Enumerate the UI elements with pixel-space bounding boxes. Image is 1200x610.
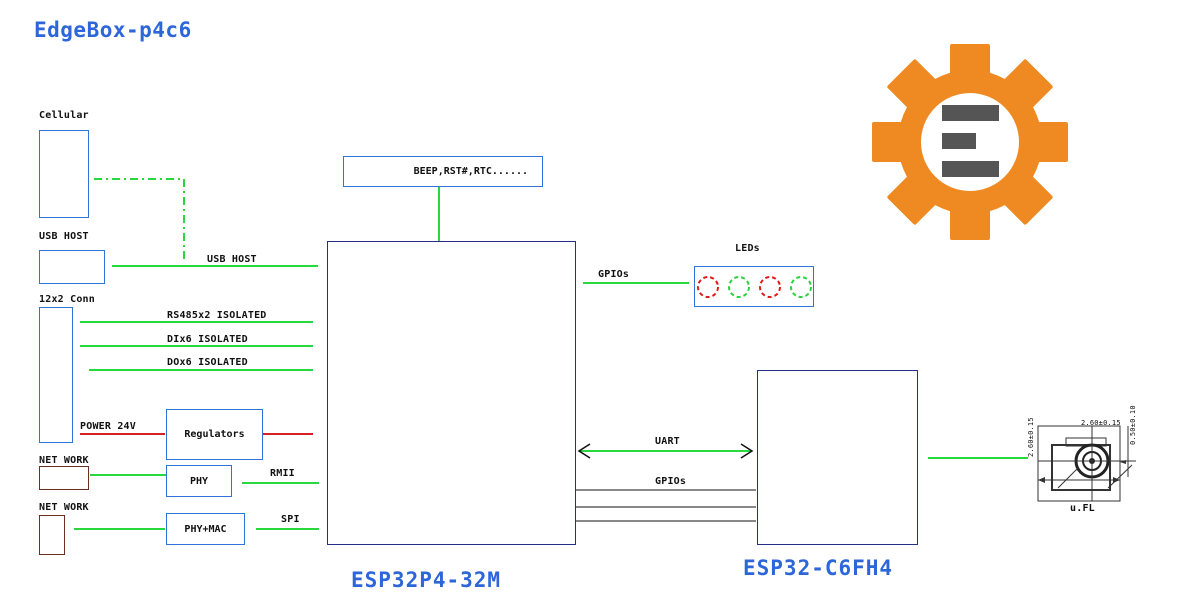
uart-label: UART bbox=[655, 436, 680, 447]
network-label-2: NET WORK bbox=[39, 502, 89, 513]
phy-mac-box: PHY+MAC bbox=[166, 513, 245, 545]
beep-rst-rtc-box: BEEP,RST#,RTC...... bbox=[343, 156, 543, 187]
gpios-top-label: GPIOs bbox=[598, 269, 630, 280]
gpios-bottom-label: GPIOs bbox=[655, 476, 687, 487]
cellular-box bbox=[39, 130, 89, 218]
cellular-label: Cellular bbox=[39, 110, 89, 121]
esp32-c6-label: ESP32-C6FH4 bbox=[743, 556, 894, 580]
esp32p4-label: ESP32P4-32M bbox=[351, 568, 502, 592]
uart-arrow-left bbox=[577, 443, 591, 459]
conn-12x2-label: 12x2 Conn bbox=[39, 294, 95, 305]
phy-mac-label: PHY+MAC bbox=[184, 523, 227, 535]
ufl-connector-drawing-icon bbox=[1037, 425, 1136, 502]
led-red-2 bbox=[759, 276, 781, 298]
led-green-2 bbox=[790, 276, 812, 298]
spi-label: SPI bbox=[281, 514, 300, 525]
esp32-c6-chip-box bbox=[757, 370, 918, 545]
usb-host-line-label: USB HOST bbox=[207, 254, 257, 265]
led-red-1 bbox=[697, 276, 719, 298]
di-label: DIx6 ISOLATED bbox=[167, 334, 248, 345]
diagram-title: EdgeBox-p4c6 bbox=[34, 18, 192, 42]
led-green-1 bbox=[728, 276, 750, 298]
usb-host-left-label: USB HOST bbox=[39, 231, 89, 242]
power-label: POWER 24V bbox=[80, 421, 136, 432]
usb-host-box bbox=[39, 250, 105, 284]
esp32p4-chip-box bbox=[327, 241, 576, 545]
do-label: DOx6 ISOLATED bbox=[167, 357, 248, 368]
regulators-box: Regulators bbox=[166, 409, 263, 460]
cellular-dashed-connection bbox=[94, 178, 185, 263]
network-box-2 bbox=[39, 515, 65, 555]
uart-arrow-right bbox=[740, 443, 754, 459]
ufl-dim-side-label: 2.60±0.15 bbox=[1027, 417, 1035, 457]
ufl-dim-right-label: 0.50±0.10 bbox=[1129, 405, 1137, 445]
beep-rst-rtc-label: BEEP,RST#,RTC...... bbox=[413, 166, 528, 177]
ufl-label: u.FL bbox=[1070, 503, 1095, 514]
leds-box bbox=[694, 266, 814, 307]
rs485-label: RS485x2 ISOLATED bbox=[167, 310, 267, 321]
leds-label: LEDs bbox=[735, 243, 760, 254]
ufl-dim-top-label: 2.60±0.15 bbox=[1081, 419, 1121, 427]
rmii-label: RMII bbox=[270, 468, 295, 479]
network-box-1 bbox=[39, 466, 89, 490]
phy-box: PHY bbox=[166, 465, 232, 497]
phy-label: PHY bbox=[189, 475, 209, 487]
conn-12x2-box bbox=[39, 307, 73, 443]
regulators-label: Regulators bbox=[184, 429, 245, 440]
network-label-1: NET WORK bbox=[39, 455, 89, 466]
orange-gear-logo-icon bbox=[872, 44, 1068, 240]
